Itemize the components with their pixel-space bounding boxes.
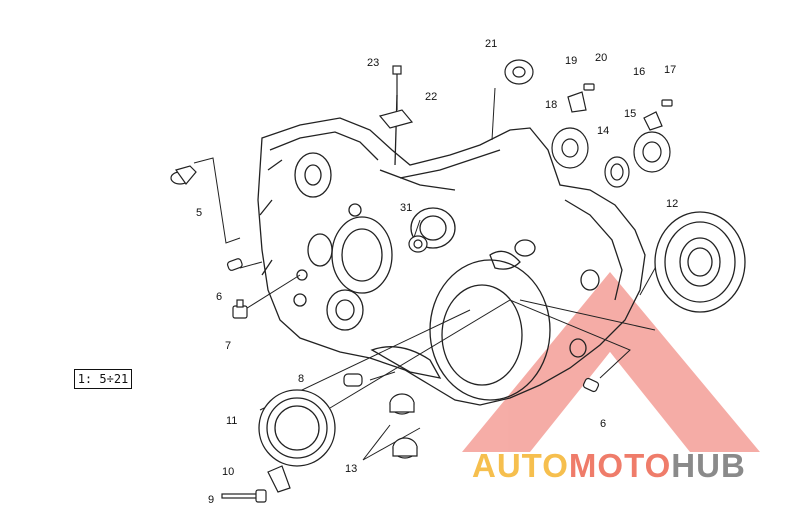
- callout-16: 16: [633, 66, 645, 78]
- watermark-brand-text: AUTO MOTO HUB: [472, 446, 746, 486]
- part-6-dowel-right: [582, 377, 600, 393]
- part-14-seal-ring: [604, 156, 630, 188]
- crankcase-housing: [257, 94, 646, 406]
- callout-21: 21: [485, 38, 497, 50]
- callout-22: 22: [425, 91, 437, 103]
- part-13-bushings: [389, 393, 418, 459]
- callout-labels: 5 6 7 8 9 10 11 12 13 14 15 16 17 18 19 …: [196, 38, 678, 506]
- callout-6-right: 6: [600, 418, 606, 430]
- part-12-roller-bearing: [654, 211, 746, 313]
- part-19-20-retainer-screw: [567, 83, 595, 113]
- part-23-bolt: [392, 65, 402, 110]
- watermark-auto: AUTO: [472, 447, 569, 484]
- part-15-ball-bearing: [633, 131, 671, 173]
- callout-17: 17: [664, 64, 676, 76]
- callout-5: 5: [196, 207, 202, 219]
- part-11-oil-seal: [258, 389, 336, 467]
- callout-15: 15: [624, 108, 636, 120]
- part-18-bearing: [551, 127, 589, 169]
- watermark-hub: HUB: [671, 447, 746, 484]
- callout-12: 12: [666, 198, 678, 210]
- part-31-washer: [408, 235, 428, 253]
- part-9-screw: [221, 489, 267, 503]
- callout-7: 7: [225, 340, 231, 352]
- part-16-17-bracket-screw: [643, 99, 673, 131]
- callout-18: 18: [545, 99, 557, 111]
- callout-13: 13: [345, 463, 357, 475]
- part-7-plug: [232, 299, 248, 319]
- callout-11: 11: [226, 415, 237, 427]
- callout-8: 8: [298, 373, 304, 385]
- watermark-moto: MOTO: [568, 447, 672, 484]
- scale-note: 1: 5÷21: [74, 369, 132, 389]
- part-8-dowel: [343, 373, 363, 387]
- callout-23: 23: [367, 57, 379, 69]
- watermark-triangle-logo: [462, 272, 760, 452]
- callout-6-left: 6: [216, 291, 222, 303]
- callout-9: 9: [208, 494, 214, 506]
- part-5-bushing: [170, 165, 197, 185]
- part-21-bearing: [504, 59, 534, 85]
- callout-19: 19: [565, 55, 577, 67]
- callout-31: 31: [400, 202, 412, 214]
- callout-10: 10: [222, 466, 234, 478]
- part-6-dowel-left: [226, 258, 243, 271]
- callout-14: 14: [597, 125, 609, 137]
- part-10-lock-plate: [267, 465, 291, 493]
- callout-20: 20: [595, 52, 607, 64]
- part-22-bracket: [378, 109, 414, 129]
